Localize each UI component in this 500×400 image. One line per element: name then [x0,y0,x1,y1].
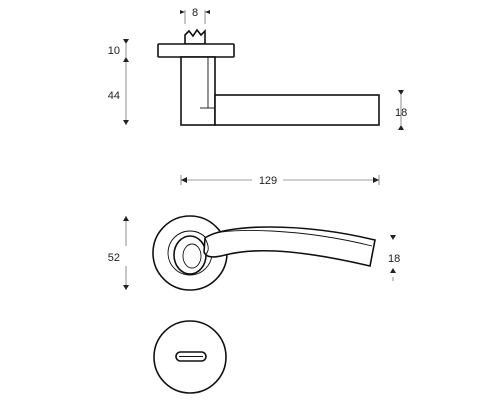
dim-text-neck-height: 44 [108,90,120,102]
lever-boss-inner [182,243,202,269]
lever-neck-front [204,237,209,255]
front-view: 52 18 [108,215,400,291]
dim-rose-diameter: 52 [108,216,129,290]
dim-text-spindle-width: 8 [192,7,198,19]
dim-neck-height: 44 [108,62,129,125]
dim-text-lever-tip-height: 18 [388,253,400,265]
rose-plate-side [157,43,235,58]
dim-lever-height-side: 18 [395,90,407,130]
lever-neck-side [180,56,216,126]
spindle-break [184,28,206,45]
dim-rose-height: 10 [108,39,129,62]
dim-text-rose-diameter: 52 [108,252,120,264]
lever-contour [211,229,373,247]
dim-text-rose-height: 10 [108,45,120,57]
dim-text-lever-length: 129 [259,175,277,187]
escutcheon-view [153,320,227,394]
dim-text-lever-height-side: 18 [395,107,407,119]
side-view: 8 10 44 18 [108,7,407,130]
dim-lever-tip-height: 18 [388,235,400,281]
lever-arm-side [214,94,380,126]
dim-spindle-width: 8 [180,7,210,24]
dim-lever-length: 129 [180,175,380,187]
lever-front [203,226,376,267]
